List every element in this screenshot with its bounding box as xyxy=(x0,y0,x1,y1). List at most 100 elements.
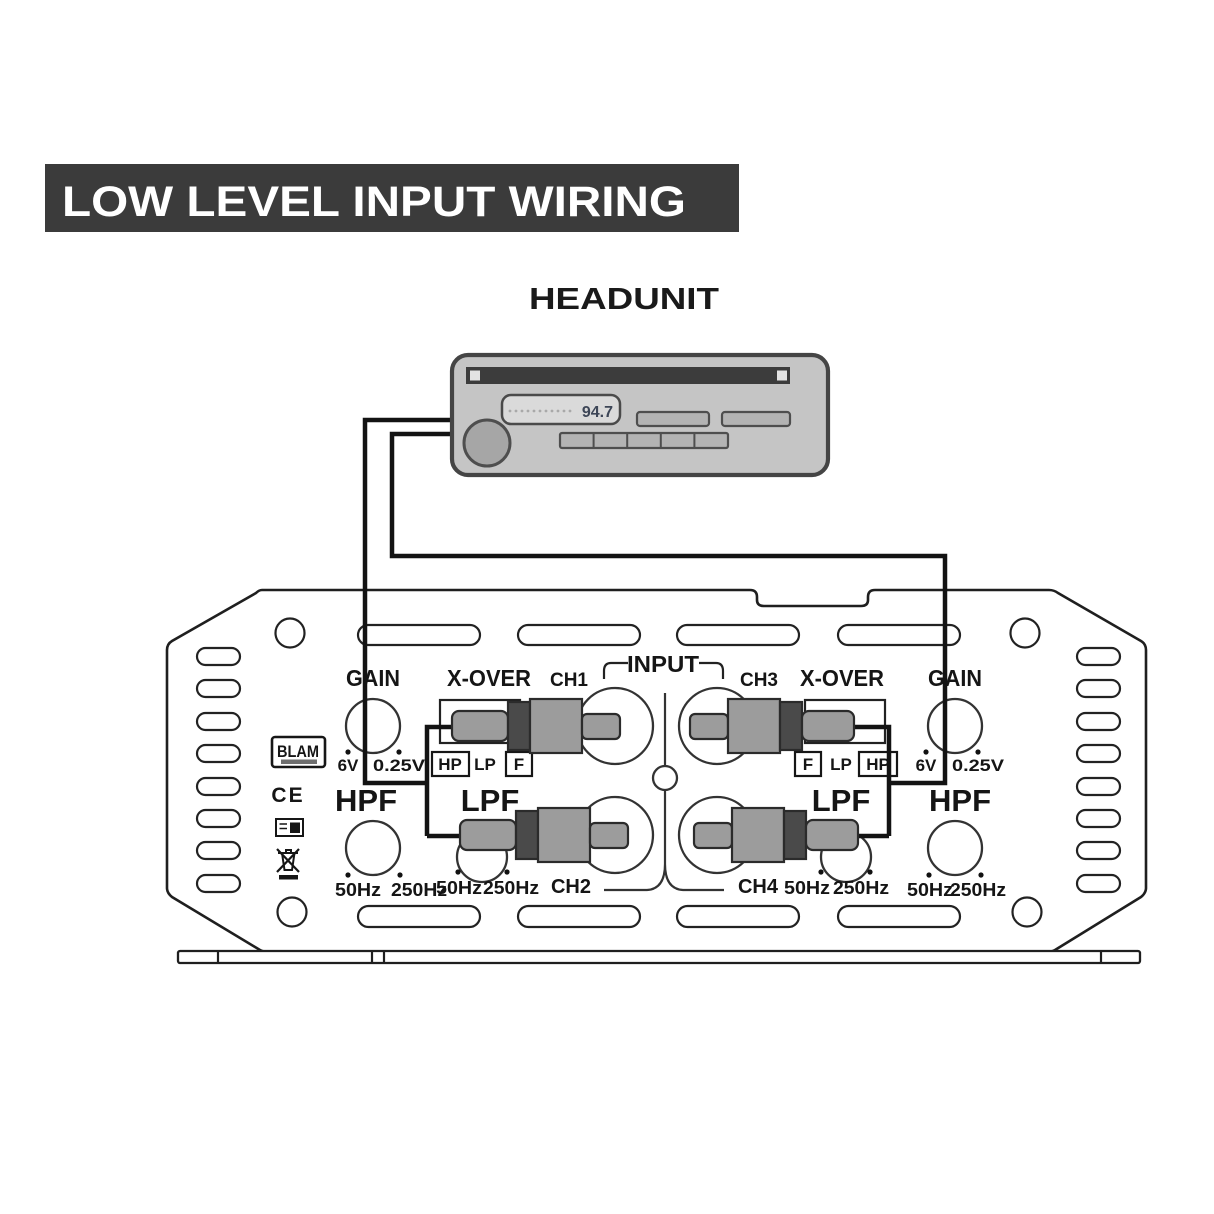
plug-tip xyxy=(588,821,630,850)
headunit-button-bar-2[interactable] xyxy=(720,410,792,428)
hpf-label-right: HPF xyxy=(929,783,991,818)
center-divider-line xyxy=(604,693,724,892)
manual-icon-fill xyxy=(290,822,300,833)
gain-dot-max-left xyxy=(396,749,402,755)
hpf-dot-min-right xyxy=(926,872,932,878)
display-dots xyxy=(508,409,572,413)
gain-knob-left[interactable] xyxy=(344,697,402,755)
rca-plug-ch1[interactable] xyxy=(450,697,622,755)
vent-slot xyxy=(1075,776,1122,797)
gain-max-left: 0.25V xyxy=(373,756,426,775)
vent-slot xyxy=(1075,743,1122,764)
plug-head xyxy=(726,697,782,755)
xover-hp-right: HP xyxy=(866,755,890,774)
preset-button-dividers xyxy=(592,433,696,448)
vent-slot xyxy=(195,840,242,861)
gain-label-left: GAIN xyxy=(346,665,400,691)
rca-plug-ch3[interactable] xyxy=(688,697,856,755)
plug-barrel xyxy=(804,818,860,852)
right-vent-column xyxy=(1075,646,1122,894)
rca-plug-ch4[interactable] xyxy=(692,806,860,864)
screw-hole xyxy=(1009,617,1041,649)
plug-tip xyxy=(580,712,622,741)
amplifier-panel: BLAM CE GAIN 6V 0.25V HPF xyxy=(165,588,1148,965)
vent-slot xyxy=(836,623,962,647)
ch2-label: CH2 xyxy=(551,876,591,898)
amp-base-plate xyxy=(176,949,1142,965)
xover-f-box-right xyxy=(793,750,823,778)
base-plate-tabs xyxy=(216,951,1103,963)
plug-head xyxy=(536,806,592,864)
vent-slot xyxy=(195,808,242,829)
vent-slot xyxy=(195,873,242,894)
hpf-freq-min-left: 50Hz xyxy=(335,880,381,900)
title-banner-bg xyxy=(45,164,739,232)
plug-ridge xyxy=(506,700,532,752)
brand-logo-tagline-bar xyxy=(281,759,317,764)
hpf-knob-right[interactable] xyxy=(926,819,984,877)
hpf-dot-max-right xyxy=(978,872,984,878)
title-banner: LOW LEVEL INPUT WIRING xyxy=(45,164,739,232)
headunit-button-bar-1[interactable] xyxy=(635,410,711,428)
input-label: INPUT xyxy=(627,651,699,677)
ce-mark: CE xyxy=(271,784,304,807)
gain-max-right: 0.25V xyxy=(952,756,1005,775)
volume-knob[interactable] xyxy=(462,418,512,468)
cd-slot[interactable] xyxy=(466,367,790,384)
ch3-label: CH3 xyxy=(740,670,778,691)
vent-slot xyxy=(195,678,242,699)
plug-head xyxy=(730,806,786,864)
vent-slot xyxy=(1075,646,1122,667)
vent-slot xyxy=(516,623,642,647)
preset-button-row[interactable] xyxy=(558,431,730,450)
plug-ridge xyxy=(782,809,808,861)
plug-barrel xyxy=(450,709,510,743)
xover-lp-left: LP xyxy=(474,755,496,774)
hpf-knob-left[interactable] xyxy=(344,819,402,877)
vent-slot xyxy=(356,623,482,647)
right-control-section: GAIN 6V 0.25V HPF 50Hz 250Hz LPF 50Hz 25… xyxy=(784,665,1006,900)
plug-ridge xyxy=(778,700,804,752)
manual-icon xyxy=(275,818,304,837)
vent-slot xyxy=(516,904,642,929)
vent-slot xyxy=(675,904,801,929)
cd-slot-end-right xyxy=(777,370,787,381)
base-plate xyxy=(176,949,1142,965)
screw-hole xyxy=(1011,896,1043,928)
hpf-dot-max-left xyxy=(397,872,403,878)
screw-hole xyxy=(274,617,306,649)
plug-barrel xyxy=(458,818,518,852)
xover-label-right: X-OVER xyxy=(800,665,884,691)
gain-min-left: 6V xyxy=(338,756,359,775)
plug-ridge xyxy=(514,809,540,861)
vent-slot xyxy=(1075,873,1122,894)
plug-head xyxy=(528,697,584,755)
brand-logo-text: BLAM xyxy=(277,742,319,761)
gain-knob-right[interactable] xyxy=(926,697,984,755)
xover-f-box-left xyxy=(504,750,534,778)
xover-f-right: F xyxy=(803,755,813,774)
weee-bin-bar xyxy=(279,875,298,880)
hpf-freq-min-right: 50Hz xyxy=(907,880,953,900)
ch4-label: CH4 xyxy=(738,876,779,898)
cd-slot-end-left xyxy=(470,370,480,381)
rca-plug-ch2[interactable] xyxy=(458,806,630,864)
gain-label-right: GAIN xyxy=(928,665,982,691)
rca-plugs xyxy=(450,697,860,864)
left-control-section: GAIN 6V 0.25V HPF 50Hz 250Hz LPF 50Hz 25… xyxy=(335,665,539,900)
lpf-label-right: LPF xyxy=(812,783,871,818)
vent-slot xyxy=(195,776,242,797)
xover-f-left: F xyxy=(514,755,524,774)
headunit-preset-buttons[interactable] xyxy=(558,431,730,450)
lpf-freq-max-right: 250Hz xyxy=(833,878,889,898)
lpf-dot-max-left xyxy=(504,869,510,875)
hpf-label-left: HPF xyxy=(335,783,397,818)
manual-icon-lines xyxy=(279,823,287,830)
center-screw-hole xyxy=(651,764,679,792)
vent-slot xyxy=(195,646,242,667)
vent-slot xyxy=(1075,840,1122,861)
lpf-dot-min-left xyxy=(455,869,461,875)
headunit-display: 94.7 xyxy=(500,393,622,426)
gain-dot-max-right xyxy=(975,749,981,755)
